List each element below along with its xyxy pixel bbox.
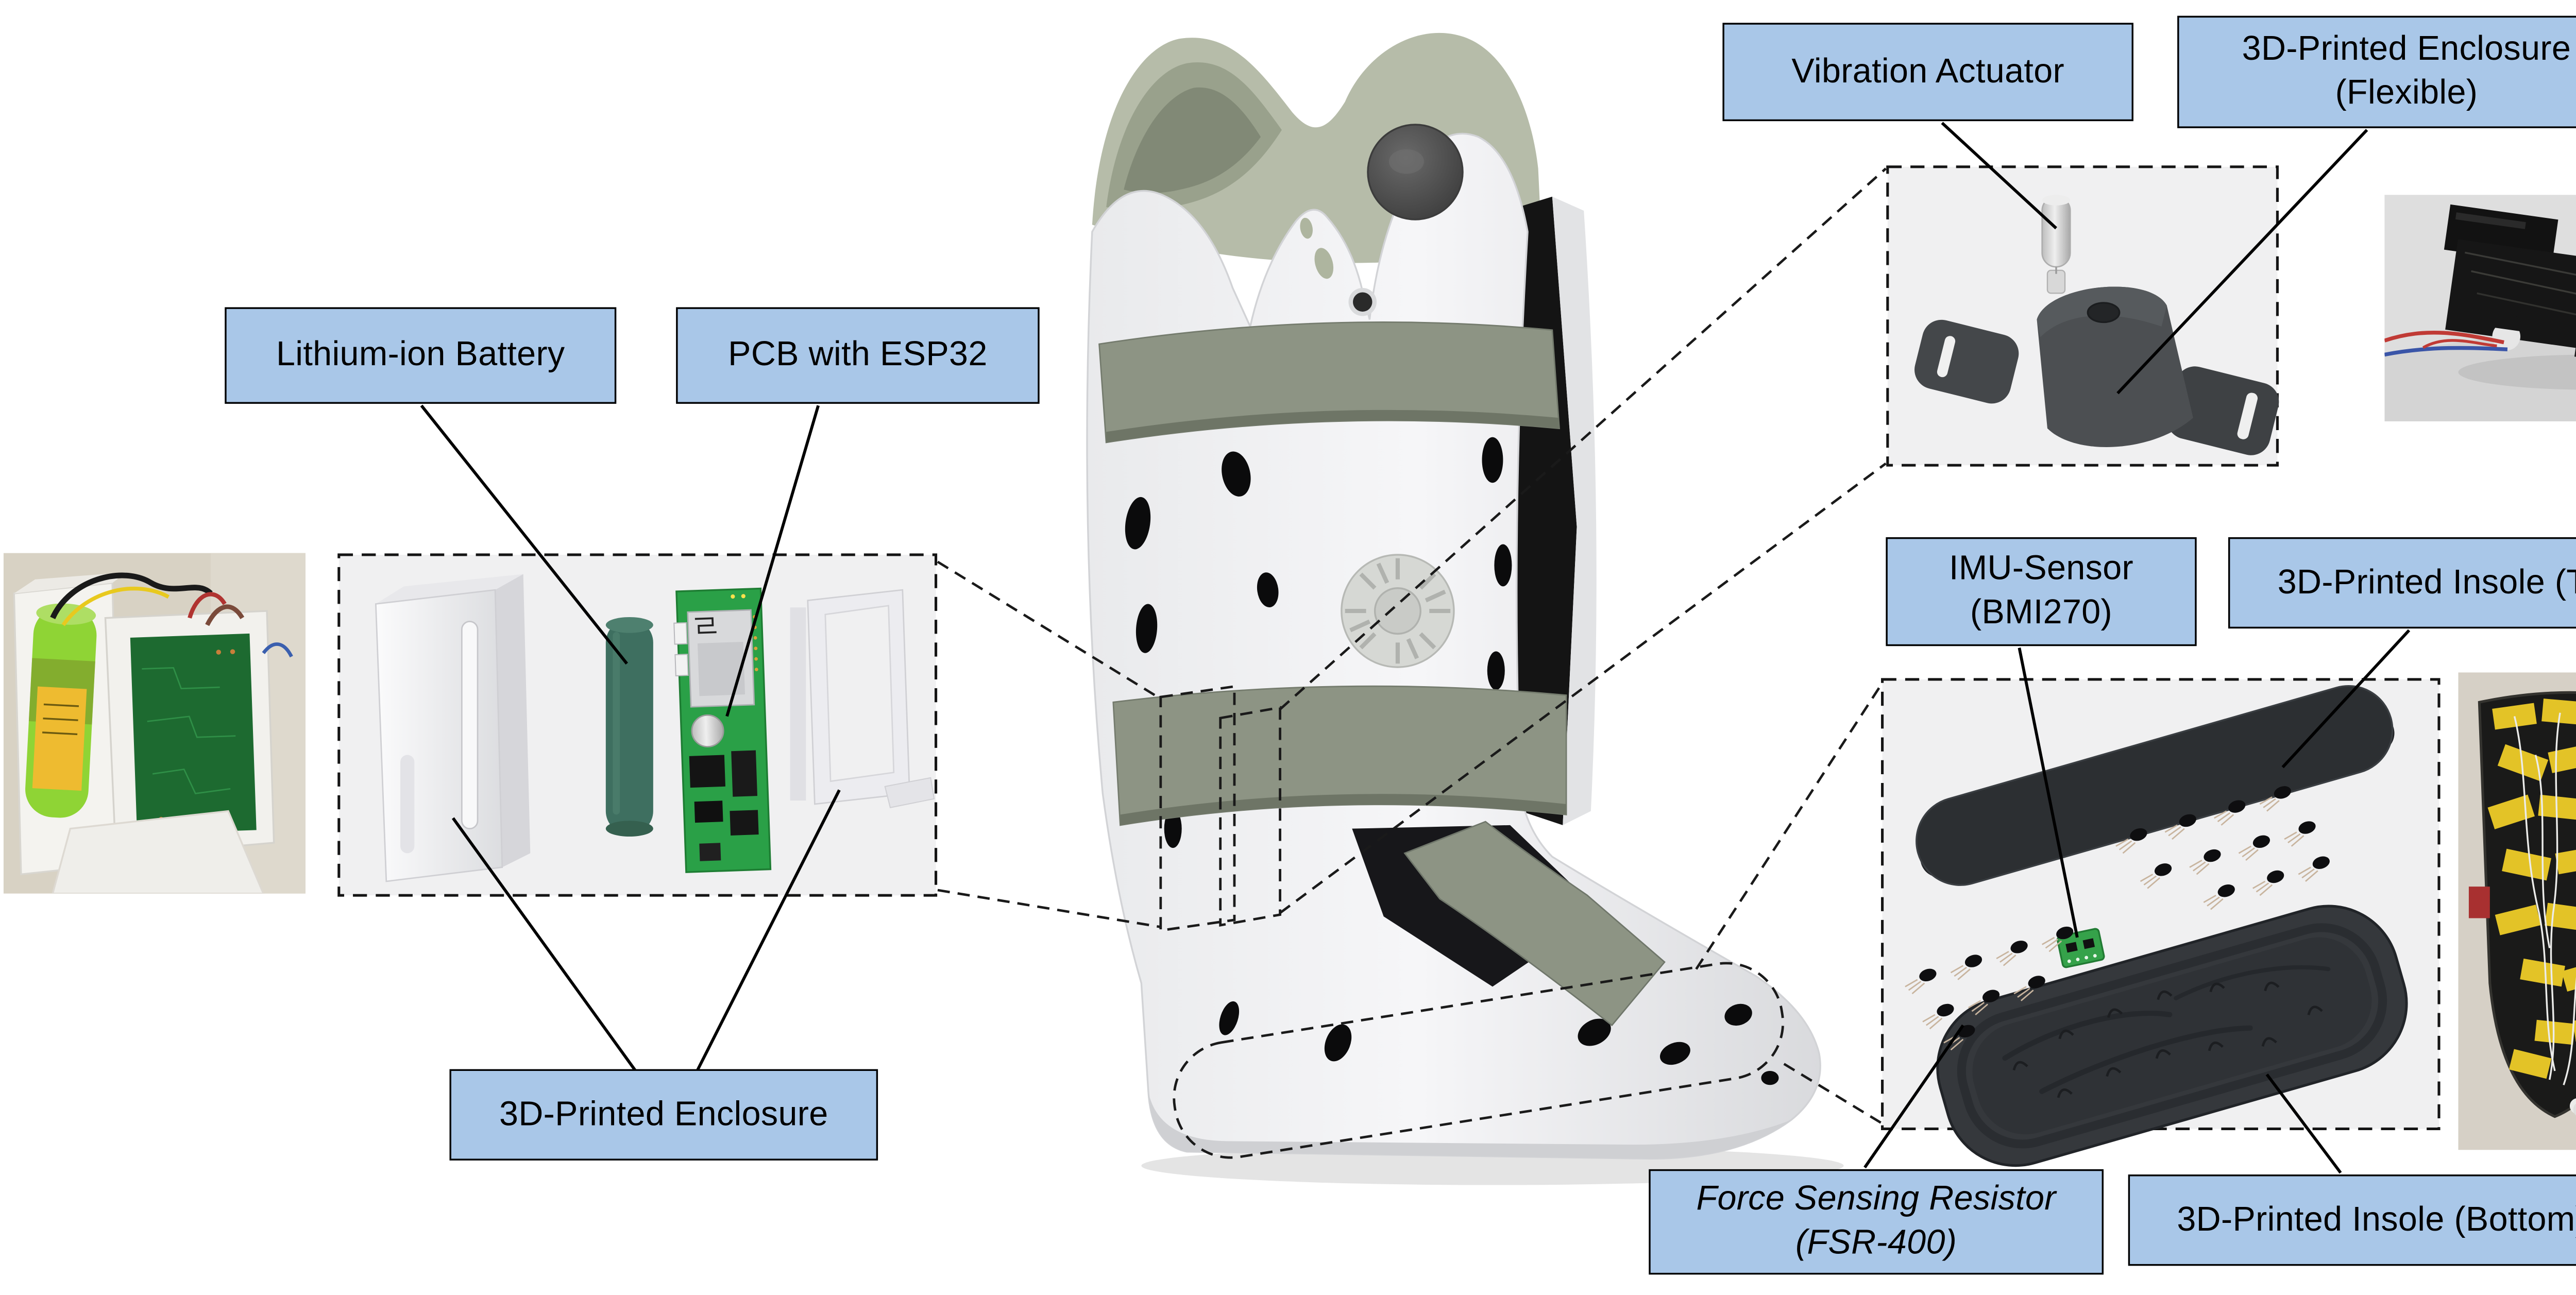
label-3d-printed-enclosure: 3D-Printed Enclosure [449,1069,878,1161]
photo-flexible-enclosure [2384,195,2576,421]
label-insole-bottom: 3D-Printed Insole (Bottom) [2128,1174,2576,1266]
photo-wire-black [50,572,213,620]
photo-pcb [130,633,257,834]
label-force-sensing-resistor: Force Sensing Resistor (FSR-400) [1649,1169,2104,1275]
render-insole-top [1916,685,2395,886]
boot-strap-foot [1403,821,1666,1027]
boot-zoom-box-enclosure [1159,685,1236,932]
photo-wire-blue [262,642,293,658]
callout-flex-enclosure [2116,129,2368,395]
boot-zoom-box-actuator [1219,706,1281,927]
callout-pcb [725,405,820,717]
label-text: 3D-Printed Insole (Bottom) [2177,1200,2576,1239]
label-flexible-enclosure: 3D-Printed Enclosure (Flexible) [2177,15,2576,128]
callout-enclosure-right [696,789,841,1072]
label-vibration-actuator: Vibration Actuator [1722,23,2133,122]
callout-imu [2018,648,2079,938]
render-vibration-actuator [2041,195,2071,294]
label-text: Vibration Actuator [1791,52,2064,91]
photo-kapton-tapes [2487,698,2576,1079]
label-text-line2: (BMI270) [1970,593,2113,632]
label-imu-sensor: IMU-Sensor (BMI270) [1886,537,2197,646]
photo-battery-pcb-enclosure [3,553,306,894]
photo-battery [25,603,97,818]
magnifier-dashed-marks [937,167,1887,1159]
label-insole-top: 3D-Printed Insole (Top) [2228,537,2576,629]
photo-black-part [2444,204,2576,379]
photo-red-board [2468,887,2490,918]
render-battery [605,617,653,837]
photo-wire-red [2384,331,2504,345]
label-text: Lithium-ion Battery [276,335,565,374]
boot-dial [1341,554,1455,668]
callout-insole-bottom [2265,1074,2342,1174]
label-text-line2: (Flexible) [2335,74,2478,113]
photo-wire-brown [205,604,245,626]
photo-wire-yellow [61,586,170,626]
photo-wire-red [188,592,227,619]
callout-battery [420,404,628,665]
callout-insole-top [2281,629,2411,769]
panel-actuator-exploded [1886,165,2279,467]
label-text-line1: Force Sensing Resistor [1696,1180,2056,1219]
label-pcb-esp32: PCB with ESP32 [676,307,1040,404]
label-text: PCB with ESP32 [728,335,988,374]
label-text: 3D-Printed Enclosure [499,1095,828,1134]
callout-enclosure-left [451,817,637,1072]
photo-sensor-wires [2513,712,2576,1085]
label-text-line2: (FSR-400) [1795,1223,1957,1263]
photo-wire-red-twist [2422,339,2497,349]
photo-insole-prototype [2458,672,2576,1150]
boot-zoom-outline-insole [1173,962,1785,1159]
label-text-line1: IMU-Sensor [1949,549,2134,588]
panel-insole-exploded [1881,678,2441,1167]
render-insole-pockets [2012,981,2323,1098]
render-insole-bottom [1936,905,2408,1167]
panel-enclosure-exploded [337,553,938,897]
callout-lines [420,122,2411,1174]
label-lithium-ion-battery: Lithium-ion Battery [225,307,617,404]
callout-actuator [1941,122,2057,230]
render-pcb-esp32 [673,587,772,873]
photo-wire-blue [2384,346,2508,357]
render-enclosure-left-shell [375,574,531,882]
callout-fsr [1863,1024,1964,1169]
boot-shell [1086,132,1821,1160]
label-text: 3D-Printed Insole (Top) [2277,563,2576,602]
render-imu-board [2056,928,2105,968]
label-text-line1: 3D-Printed Enclosure [2242,30,2571,69]
render-walking-boot [1086,32,1844,1185]
render-flexible-mount [1914,286,2279,455]
render-enclosure-right-shell [790,589,935,808]
boot-vent-hole [1353,292,1372,312]
render-vibration-motor-disc [691,714,724,747]
